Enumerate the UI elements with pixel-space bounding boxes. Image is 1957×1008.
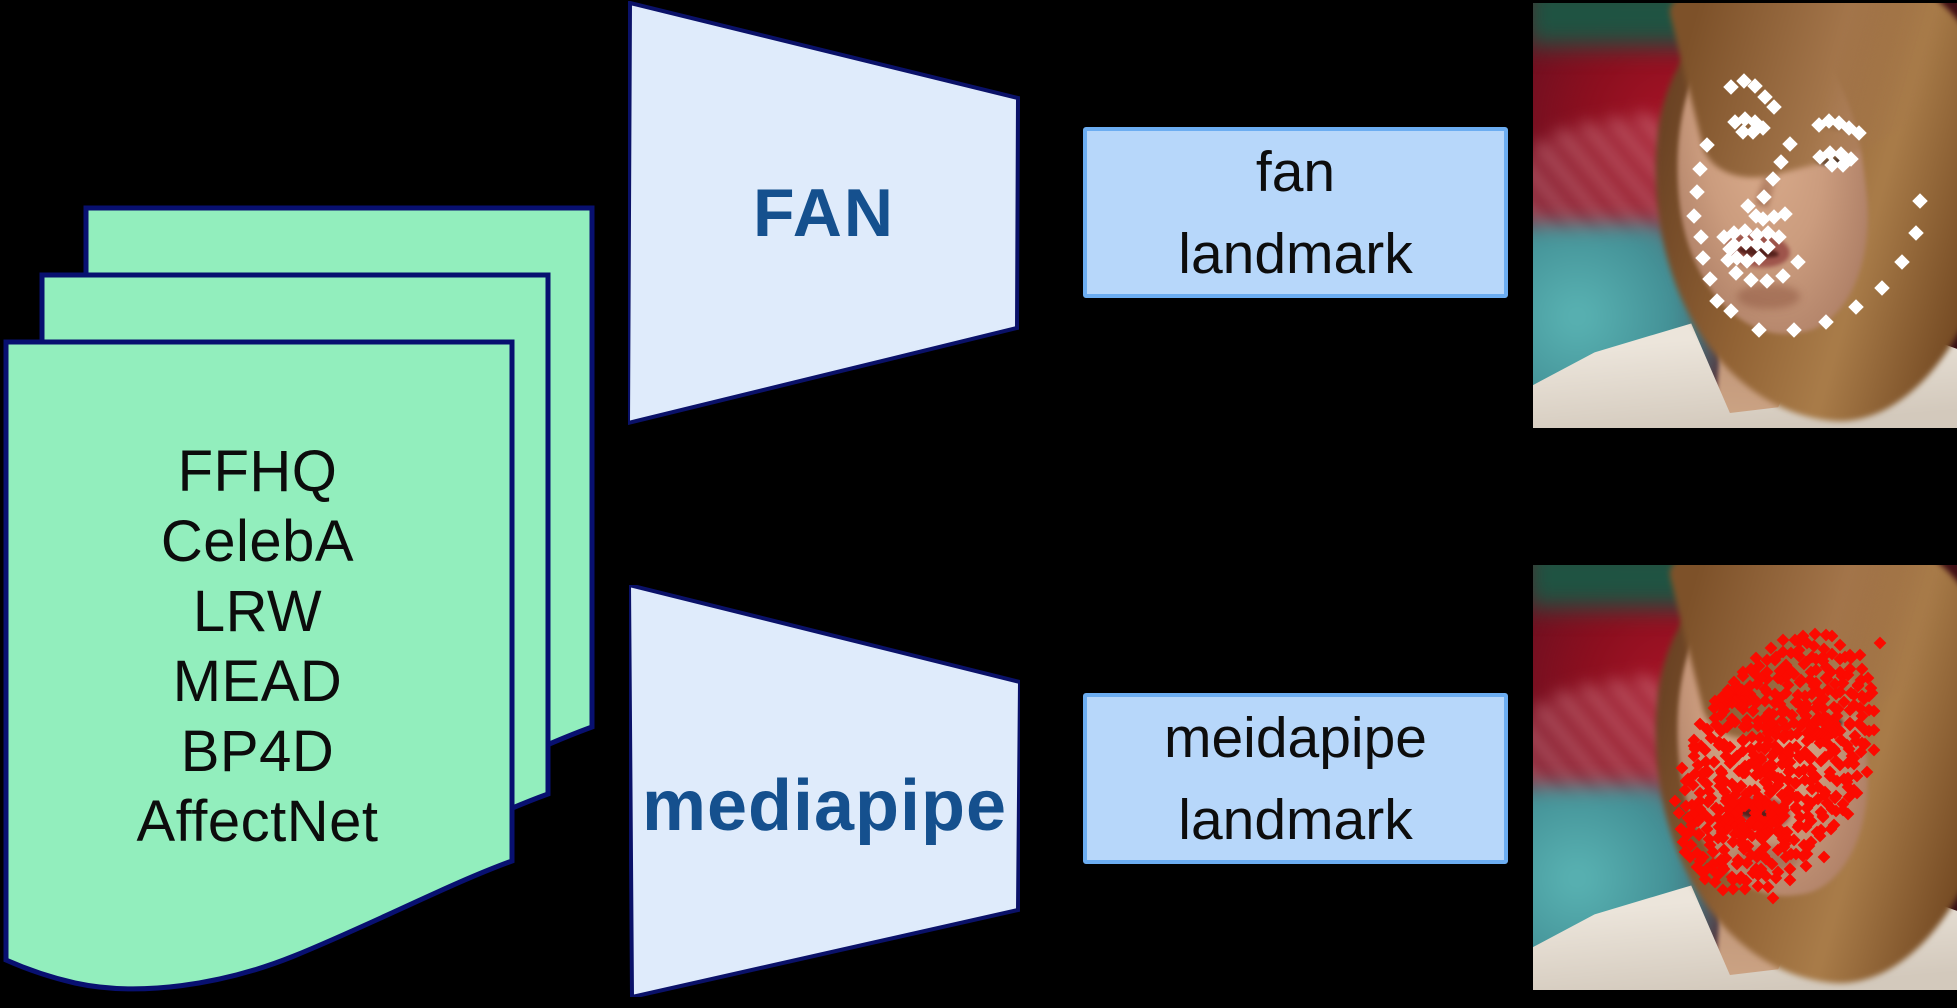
fan-funnel-label: FAN xyxy=(753,175,895,251)
landmark-dot xyxy=(1751,879,1764,893)
mediapipe-landmark-box-line1: meidapipe xyxy=(1163,705,1427,770)
landmark-dot xyxy=(1692,160,1709,177)
landmark-dot xyxy=(1716,883,1730,897)
landmark-dot xyxy=(1782,136,1798,152)
mediapipe-landmark-box: meidapipe landmark xyxy=(1083,693,1508,864)
landmark-dot xyxy=(1785,322,1802,339)
landmark-dot xyxy=(1764,171,1781,187)
fan-landmark-box-line1: fan xyxy=(1255,139,1336,204)
mediapipe-landmark-dots xyxy=(1533,565,1957,990)
landmark-dot xyxy=(1702,271,1718,288)
landmark-dot xyxy=(1912,192,1928,209)
landmark-dot xyxy=(1894,254,1910,271)
landmark-dot xyxy=(1760,238,1777,255)
landmark-dot xyxy=(1689,184,1705,200)
landmark-dot xyxy=(1751,322,1767,339)
photo-mediapipe-output xyxy=(1533,565,1957,990)
landmark-dot xyxy=(1783,873,1797,887)
landmark-dot xyxy=(1817,313,1834,330)
landmark-dot xyxy=(1789,254,1806,271)
dataset-name: MEAD xyxy=(172,649,343,714)
landmark-dot xyxy=(1873,279,1890,296)
landmark-dot xyxy=(1773,153,1790,170)
landmark-dot xyxy=(1755,189,1772,205)
mediapipe-funnel-label: mediapipe xyxy=(641,766,1008,846)
dataset-page-front xyxy=(3,339,515,992)
landmark-dot xyxy=(1686,207,1702,224)
landmark-dot xyxy=(1709,292,1725,309)
mediapipe-landmark-box-line2: landmark xyxy=(1178,787,1413,852)
landmark-dot xyxy=(1776,633,1790,647)
landmark-dot xyxy=(1722,303,1739,319)
landmark-dot xyxy=(1799,859,1813,873)
dataset-name: CelebA xyxy=(160,509,355,574)
fan-landmark-dots xyxy=(1533,3,1957,428)
landmark-dot xyxy=(1777,206,1793,222)
landmark-dot xyxy=(1873,637,1887,650)
landmark-dot xyxy=(1774,268,1791,284)
landmark-dot xyxy=(1817,850,1831,864)
dataset-name: FFHQ xyxy=(177,439,338,504)
landmark-dot xyxy=(1848,299,1864,315)
photo-fan-output xyxy=(1533,3,1957,428)
fan-landmark-box-line2: landmark xyxy=(1178,221,1413,286)
landmark-dot xyxy=(1695,250,1712,266)
landmark-dot xyxy=(1759,273,1776,289)
landmark-dot xyxy=(1728,265,1744,281)
landmark-dot xyxy=(1743,271,1760,288)
landmark-dot xyxy=(1699,137,1715,154)
landmark-dot xyxy=(1767,892,1780,905)
mediapipe-funnel-shape xyxy=(629,585,1020,997)
dataset-name: LRW xyxy=(192,579,323,644)
fan-funnel-shape xyxy=(628,1,1020,425)
dataset-name: BP4D xyxy=(180,719,335,784)
landmark-dot xyxy=(1693,228,1710,245)
landmark-dot xyxy=(1766,99,1782,115)
dataset-name: AffectNet xyxy=(136,789,379,854)
landmark-dot xyxy=(1908,224,1924,241)
fan-landmark-box: fan landmark xyxy=(1083,127,1508,298)
